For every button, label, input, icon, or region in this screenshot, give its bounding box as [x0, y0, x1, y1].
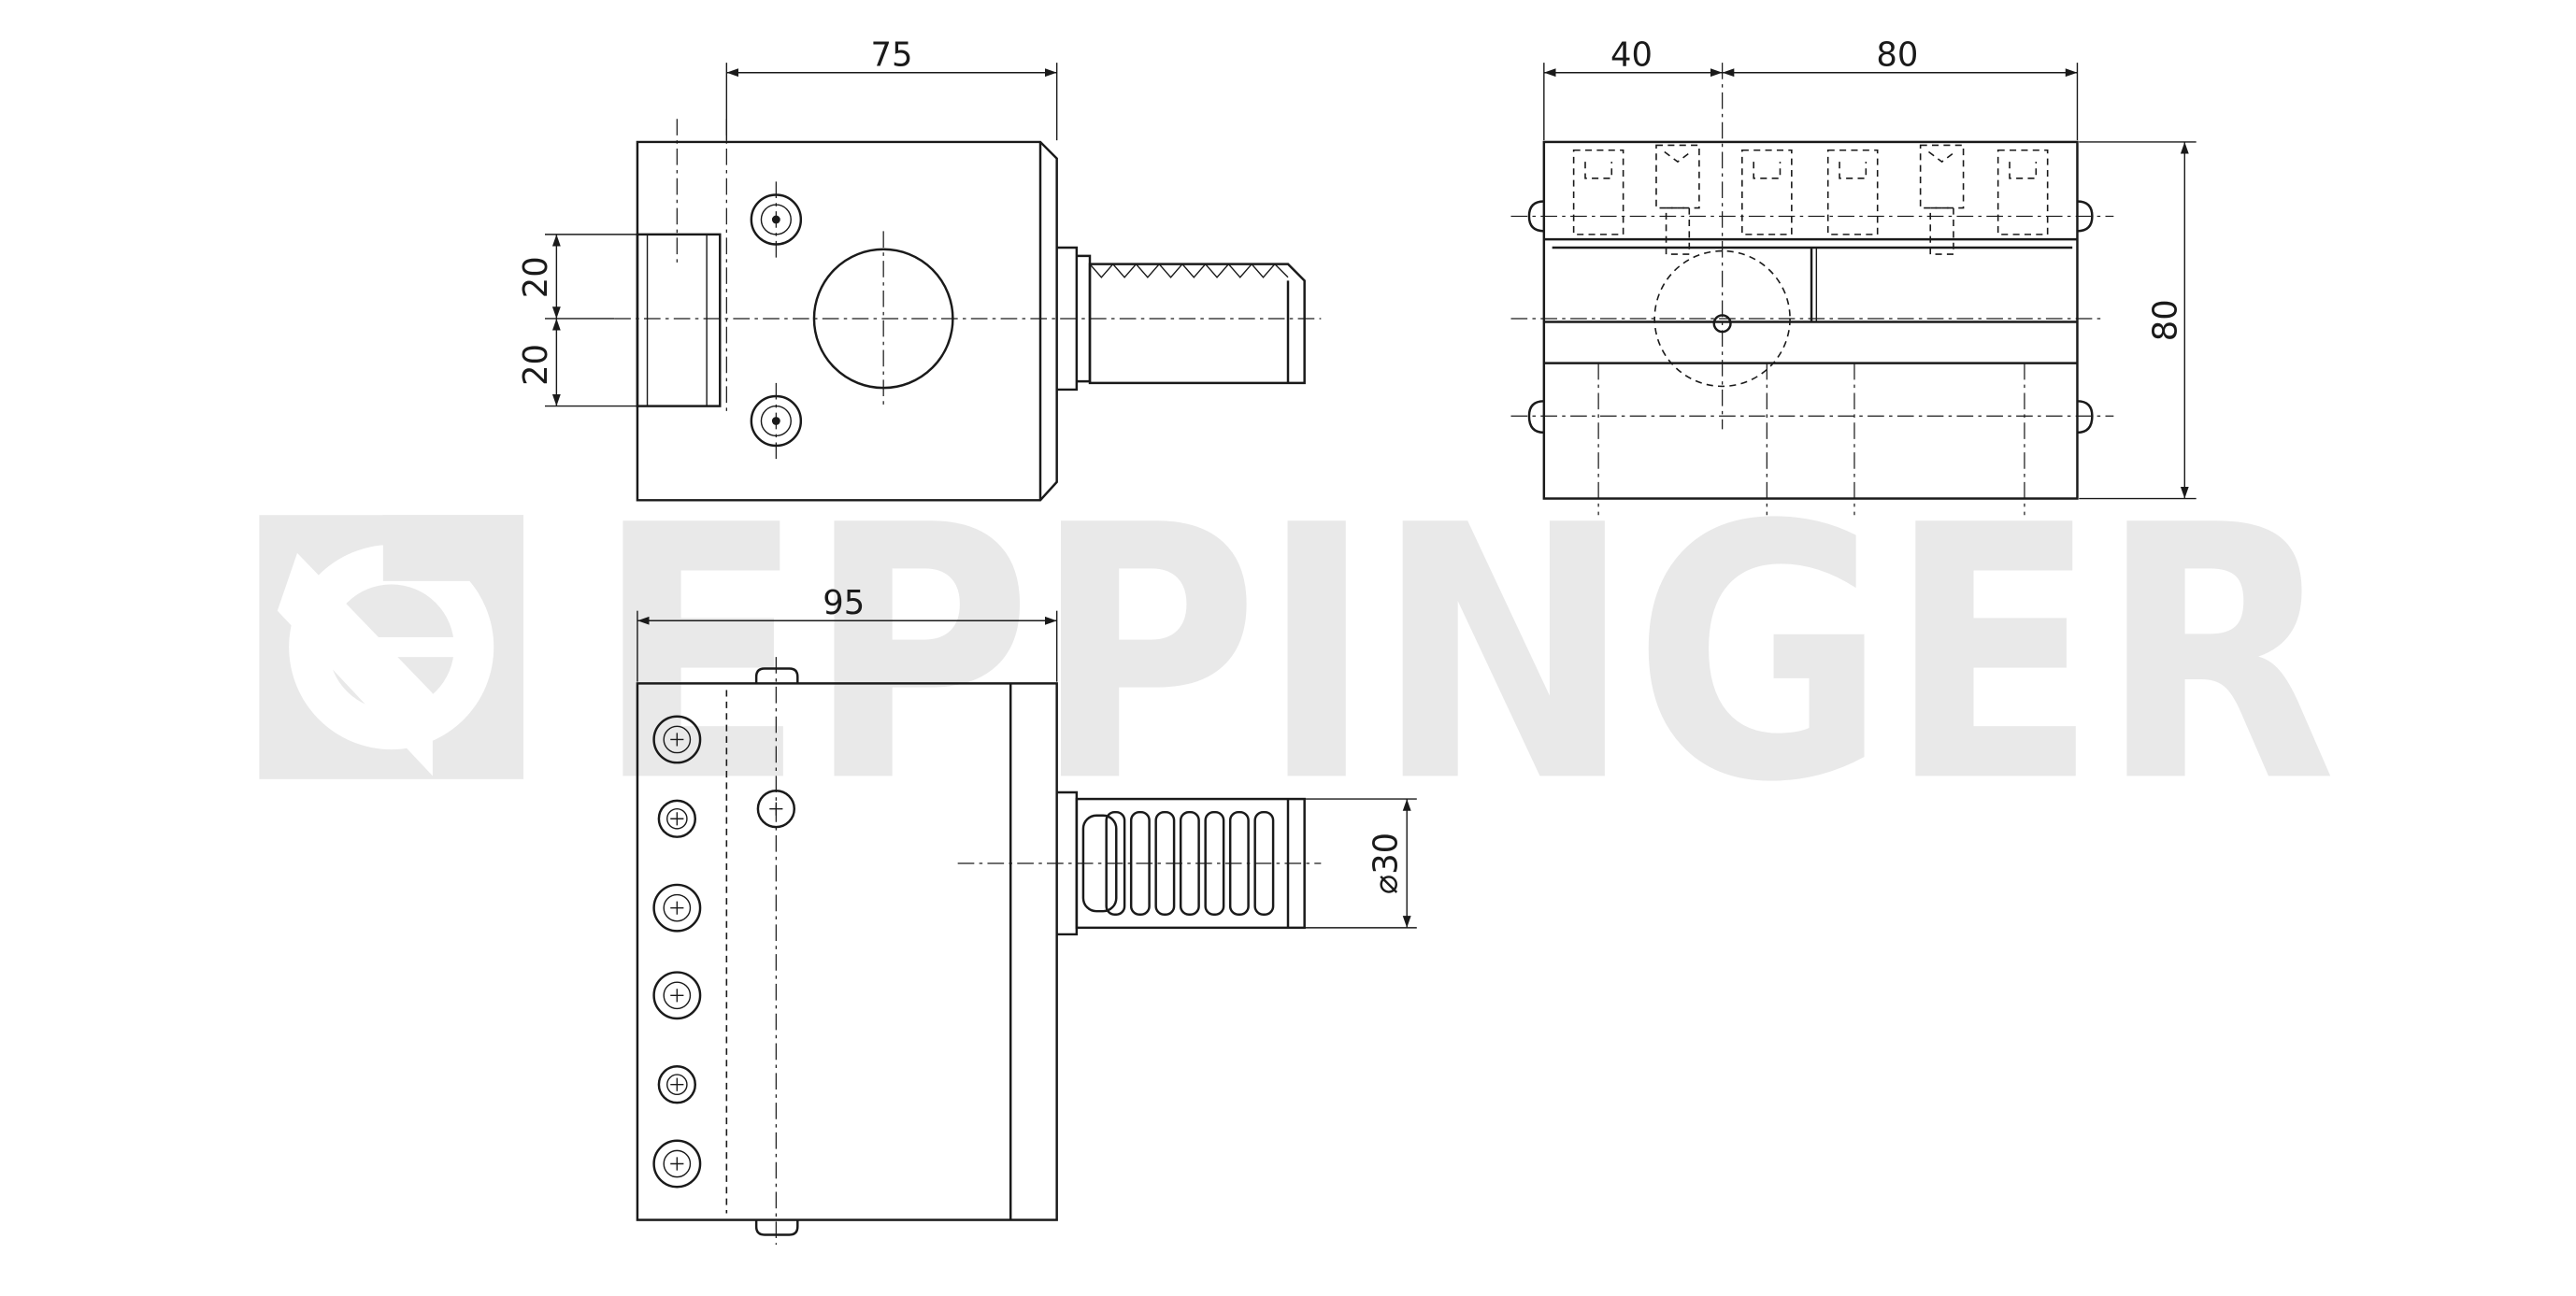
front-bore — [812, 248, 954, 390]
dim-label-20-lower: 20 — [517, 344, 555, 386]
dim-label-40: 40 — [1610, 36, 1653, 75]
dimension-top-width: 95 — [637, 584, 1058, 682]
dim-label-80-right: 80 — [2146, 299, 2184, 341]
dim-label-diameter-30: ⌀30 — [1367, 833, 1406, 894]
side-view: 40 80 80 — [1510, 36, 2197, 516]
front-body-outline — [636, 140, 1058, 502]
side-hidden-screws — [1572, 144, 2049, 255]
top-bolts — [652, 715, 796, 1189]
watermark-logo — [259, 515, 524, 779]
top-body-outline — [636, 682, 1058, 1221]
top-shank — [1056, 790, 1306, 936]
dimension-shank-diameter: ⌀30 — [1304, 798, 1417, 929]
front-bolt-upper — [750, 193, 803, 246]
dimension-side-top: 40 80 — [1543, 36, 2079, 141]
dim-label-80-top: 80 — [1876, 36, 1918, 75]
dim-label-75: 75 — [871, 36, 913, 75]
front-tool-slot — [636, 233, 722, 407]
watermark-text: EPPINGER — [594, 451, 2337, 859]
dimension-front-width: 75 — [725, 36, 1058, 141]
dimension-front-vertical: 20 20 — [517, 234, 637, 407]
side-hidden-bore — [1653, 249, 1791, 388]
top-view: 95 ⌀30 — [636, 584, 1417, 1246]
dimension-side-height: 80 — [2079, 141, 2197, 500]
watermark: EPPINGER — [259, 451, 2337, 859]
dim-label-95: 95 — [823, 584, 865, 622]
front-bolt-lower — [750, 394, 803, 448]
front-shank — [1056, 246, 1306, 392]
side-body-outline — [1542, 140, 2079, 500]
dim-label-20-upper: 20 — [517, 256, 555, 298]
front-view: 75 20 20 — [517, 36, 1322, 502]
